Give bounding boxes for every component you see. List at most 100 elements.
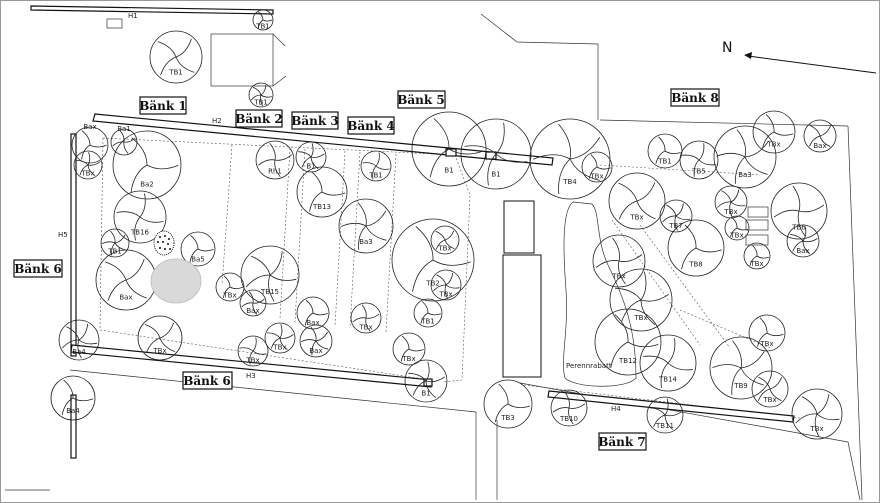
tree-branches xyxy=(795,394,840,438)
tree-tbx-r2: TBx xyxy=(592,234,646,288)
hatched-shrub-dots xyxy=(157,235,171,250)
hedge-label-h2: H2 xyxy=(212,117,222,125)
tree-canopy xyxy=(239,289,267,317)
tree-canopy xyxy=(411,111,487,187)
tree-canopy xyxy=(748,314,786,352)
tree-branches xyxy=(304,299,328,326)
tree-canopy xyxy=(713,125,777,189)
tree-canopy xyxy=(180,231,216,267)
tree-label: Bax xyxy=(309,347,322,355)
tree-tb9: TB9 xyxy=(709,336,773,400)
tree-branches xyxy=(258,11,273,29)
tree-tb1-mid: TB1 xyxy=(248,82,274,108)
tree-label: TB4 xyxy=(562,178,577,186)
north-arrow: N xyxy=(722,40,877,74)
hedge-h2 xyxy=(92,113,554,166)
tree-branches xyxy=(662,203,691,231)
tree-canopy xyxy=(659,199,693,233)
tree-canopy xyxy=(73,150,103,180)
tree-canopy xyxy=(137,315,183,361)
tree-label: TB6 xyxy=(791,223,806,231)
tree-branches xyxy=(716,129,769,184)
tree-b1-n1: B1 xyxy=(411,111,487,187)
tree-branches xyxy=(298,143,325,170)
tree-label: TB14 xyxy=(658,375,678,383)
tree-label: TBx xyxy=(762,396,776,404)
tree-label: Ba1 xyxy=(117,125,131,133)
tree-branches xyxy=(400,335,424,362)
tree-canopy xyxy=(338,198,394,254)
tree-canopy xyxy=(791,388,843,440)
tree-canopy xyxy=(581,151,613,183)
tree-label: TBx xyxy=(589,172,603,180)
tree-label: B1 xyxy=(491,170,500,178)
tree-canopy xyxy=(248,82,274,108)
tree-label: TB1 xyxy=(420,318,435,326)
tree-label: TBx xyxy=(358,323,372,331)
tree-label: TB8 xyxy=(688,260,703,268)
tree-tb1-w: TB1 xyxy=(100,228,130,258)
tree-rh1: Rh1 xyxy=(255,140,295,180)
tree-tbx-nw: TBx xyxy=(73,150,103,180)
hedge-post-2 xyxy=(485,151,497,160)
tree-ba4-sw: Ba4 xyxy=(50,375,96,421)
tree-canopy xyxy=(803,119,837,153)
tree-canopy xyxy=(413,298,443,328)
tree-canopy xyxy=(639,334,697,392)
tree-label: TBx xyxy=(222,292,236,300)
tree-bax-w: Bax xyxy=(95,249,157,311)
tree-canopy xyxy=(255,140,295,180)
tree-label: Rh1 xyxy=(268,167,282,175)
tree-canopy xyxy=(751,370,789,408)
tree-label: TB1 xyxy=(368,171,383,179)
tree-tbx-e3: TBx xyxy=(350,302,382,334)
tree-label: TBx xyxy=(611,272,625,280)
tree-tbx-n: TBx xyxy=(581,151,613,183)
tree-branches xyxy=(730,217,749,237)
east-box-1 xyxy=(747,206,769,218)
tree-tbx-c1: TBx xyxy=(215,272,245,302)
tree-label: TBx xyxy=(766,141,780,149)
tree-label: TB2 xyxy=(425,280,440,288)
tree-branches xyxy=(429,118,484,178)
tree-label: TB1 xyxy=(255,23,270,31)
tree-branches xyxy=(757,376,783,402)
bench-label-2: Bänk 2 xyxy=(235,109,283,128)
tree-branches xyxy=(61,379,94,416)
tree-label: TB13 xyxy=(312,203,331,211)
tree-tbx-ne4: TBx xyxy=(743,242,771,270)
tree-branches xyxy=(130,137,179,192)
tree-label: Ba3 xyxy=(359,238,373,246)
svg-text:Bänk 3: Bänk 3 xyxy=(291,114,338,128)
tree-branches xyxy=(267,324,294,350)
grey-patch xyxy=(150,258,202,304)
tree-canopy xyxy=(350,302,382,334)
tree-branches xyxy=(681,224,722,270)
tree-label: TBx xyxy=(80,170,94,178)
tree-label: B1 xyxy=(421,390,430,398)
tree-branches xyxy=(618,182,656,220)
tree-tb16: TB16 xyxy=(113,190,167,244)
tree-b1-s: B1 xyxy=(404,359,448,403)
tree-tb7: TB7 xyxy=(659,199,693,233)
tree-tb6: TB6 xyxy=(770,182,828,240)
tree-label: B1 xyxy=(444,166,453,174)
tree-tb1-ne: TB1 xyxy=(647,133,683,169)
tree-canopy xyxy=(786,224,820,258)
tree-branches xyxy=(62,323,98,359)
tree-label: Ba5 xyxy=(191,255,205,263)
tree-branches xyxy=(116,193,164,241)
tree-branches xyxy=(101,230,126,256)
east-box-3 xyxy=(745,234,769,246)
tree-tbx-r3: TBx xyxy=(609,268,673,332)
tree-canopy xyxy=(550,389,588,427)
tree-branches xyxy=(75,151,101,177)
tree-branches xyxy=(789,226,818,255)
tree-branches xyxy=(712,340,765,396)
tree-branches xyxy=(250,85,272,107)
tree-canopy xyxy=(252,9,274,31)
tree-branches xyxy=(105,259,147,301)
tree-bax-ne: Bax xyxy=(803,119,837,153)
tree-tb11: TB11 xyxy=(646,396,684,434)
